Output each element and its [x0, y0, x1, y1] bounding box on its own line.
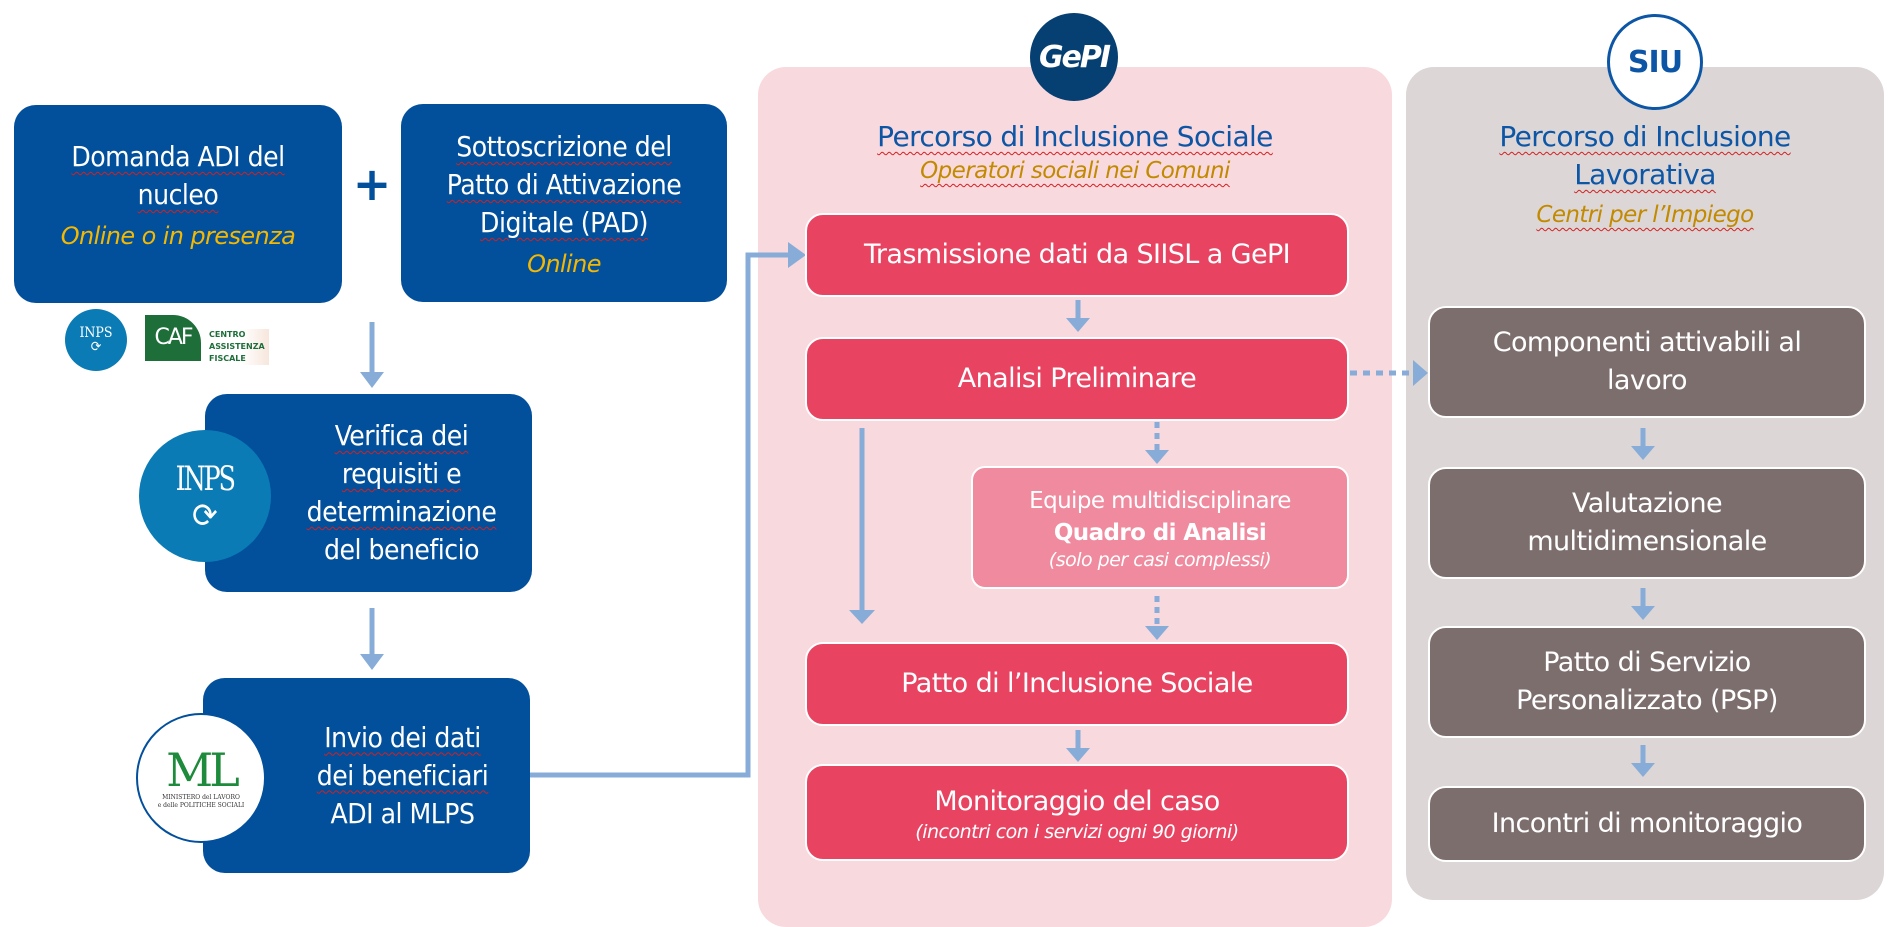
inps-logo-small-text: INPS [79, 325, 113, 341]
step-patto-inclusione: Patto di l’Inclusione Sociale [805, 642, 1349, 726]
mlps-logo: ML MINISTERO del LAVORO e delle POLITICH… [136, 713, 266, 843]
work-panel-subtitle-text: Centri per l’Impiego [1536, 202, 1754, 228]
sottoscrizione-line1: Sottoscrizione del [456, 130, 672, 163]
invio-line1: Invio dei dati [324, 720, 481, 754]
domanda-adi-box: Domanda ADI del nucleo Online o in prese… [14, 105, 342, 303]
inps-logo-large-text: INPS [175, 459, 236, 499]
verifica-line1: Verifica dei [334, 419, 469, 452]
social-panel-subtitle-text: Operatori sociali nei Comuni [920, 158, 1230, 184]
work-panel-title-line1: Percorso di Inclusione [1499, 120, 1791, 153]
step-monitoraggio-label: Monitoraggio del caso [934, 785, 1220, 817]
caf-logo-mark: CAF [145, 315, 201, 361]
valutazione-line1: Valutazione [1572, 488, 1723, 519]
step-analisi-preliminare: Analisi Preliminare [805, 337, 1349, 421]
work-panel-title: Percorso di Inclusione Lavorativa [1406, 118, 1884, 194]
step-componenti: Componenti attivabili al lavoro [1428, 306, 1866, 418]
verifica-line2: requisiti e [341, 457, 462, 490]
social-panel-subtitle: Operatori sociali nei Comuni [758, 158, 1392, 184]
arrow-verifica-to-invio [360, 608, 384, 670]
mlps-caption1: MINISTERO del LAVORO [162, 794, 240, 801]
step-monitoraggio-note: (incontri con i servizi ogni 90 giorni) [915, 820, 1239, 843]
sottoscrizione-pad-box: Sottoscrizione del Patto di Attivazione … [401, 104, 727, 302]
verifica-line4: del beneficio [323, 533, 480, 566]
invio-line3: ADI al MLPS [330, 796, 475, 830]
step-patto-label: Patto di l’Inclusione Sociale [901, 668, 1253, 699]
mlps-logo-mark: ML [166, 743, 240, 797]
step-trasmissione-label: Trasmissione dati da SIISL a GePI [863, 239, 1291, 270]
social-panel-title: Percorso di Inclusione Sociale [758, 118, 1392, 156]
equipe-line1: Equipe multidisciplinare [1029, 487, 1291, 514]
work-panel-subtitle: Centri per l’Impiego [1406, 202, 1884, 228]
inps-arrows-icon: ⟳ [192, 496, 218, 536]
step-analisi-label: Analisi Preliminare [957, 363, 1197, 394]
step-psp: Patto di Servizio Personalizzato (PSP) [1428, 626, 1866, 738]
caf-line1: CENTRO [209, 330, 246, 339]
domanda-title-line2: nucleo [137, 178, 219, 211]
social-panel-title-text: Percorso di Inclusione Sociale [877, 120, 1273, 153]
inps-logo-small: INPS ⟳ [65, 309, 127, 371]
plus-icon: + [352, 157, 392, 211]
step-equipe-quadro-analisi: Equipe multidisciplinare Quadro di Anali… [971, 466, 1349, 589]
valutazione-line2: multidimensionale [1527, 526, 1767, 557]
gepi-badge: GePI [1030, 13, 1118, 101]
incontri-label: Incontri di monitoraggio [1491, 808, 1803, 839]
step-valutazione: Valutazione multidimensionale [1428, 467, 1866, 579]
equipe-line2: Quadro di Analisi [1053, 519, 1267, 546]
caf-line3: FISCALE [209, 354, 246, 363]
caf-line2: ASSISTENZA [209, 342, 265, 351]
caf-logo: CAF CENTRO ASSISTENZA FISCALE [145, 315, 273, 371]
work-panel-title-line2: Lavorativa [1574, 158, 1716, 191]
inps-logo-large: INPS ⟳ [139, 430, 271, 562]
siu-badge: SIU [1607, 14, 1703, 110]
domanda-title-line1: Domanda ADI del [71, 140, 285, 173]
inps-arrows-icon: ⟳ [90, 339, 102, 355]
arrow-domanda-to-verifica [360, 322, 384, 388]
componenti-line1: Componenti attivabili al [1492, 327, 1802, 358]
sottoscrizione-line3: Digitale (PAD) [480, 206, 648, 239]
componenti-line2: lavoro [1607, 365, 1688, 396]
verifica-line3: determinazione [306, 495, 497, 528]
mlps-caption2: e delle POLITICHE SOCIALI [157, 802, 245, 809]
invio-line2: dei beneficiari [316, 758, 489, 792]
psp-line1: Patto di Servizio [1543, 647, 1751, 678]
step-trasmissione: Trasmissione dati da SIISL a GePI [805, 213, 1349, 297]
equipe-line3: (solo per casi complessi) [1048, 548, 1272, 571]
step-incontri: Incontri di monitoraggio [1428, 786, 1866, 862]
domanda-subtitle: Online o in presenza [60, 222, 296, 250]
sottoscrizione-subtitle: Online [527, 250, 601, 278]
step-monitoraggio: Monitoraggio del caso (incontri con i se… [805, 764, 1349, 861]
psp-line2: Personalizzato (PSP) [1516, 685, 1778, 716]
sottoscrizione-line2: Patto di Attivazione [446, 168, 682, 201]
